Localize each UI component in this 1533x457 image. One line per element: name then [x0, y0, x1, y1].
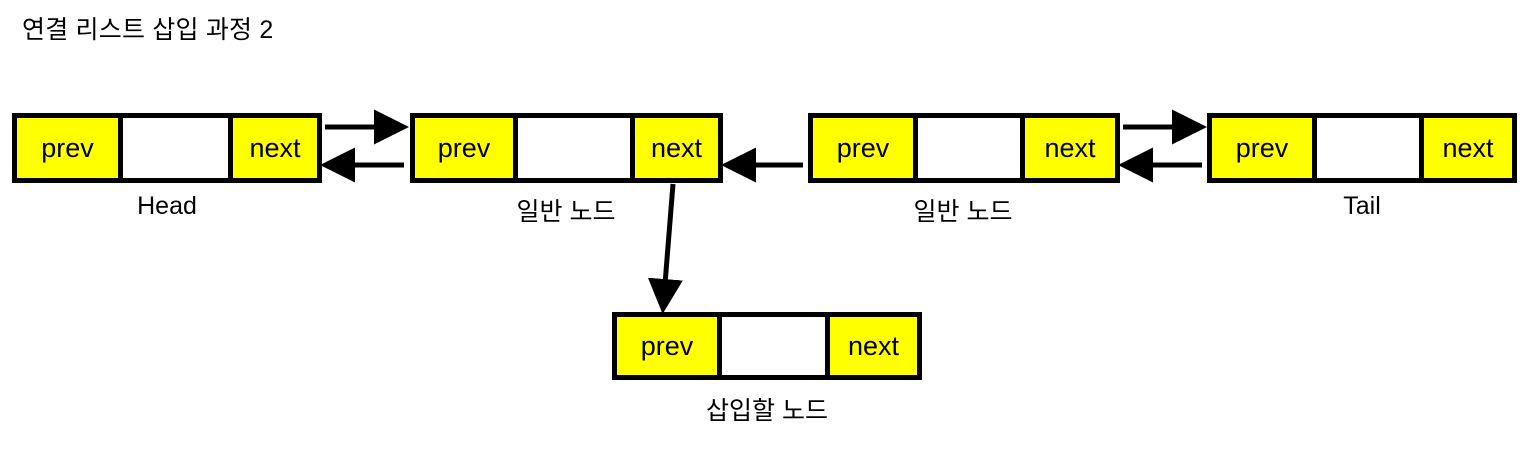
node-normal-node-2-next-cell: next [1025, 118, 1115, 178]
node-normal-node-2-data-cell [913, 118, 1025, 178]
page-title: 연결 리스트 삽입 과정 2 [22, 16, 274, 44]
node-normal-node-1[interactable]: prev next [410, 113, 723, 183]
node-normal-node-2[interactable]: prev next [808, 113, 1120, 183]
node-head-prev-cell: prev [17, 118, 118, 178]
node-new-node-label: 삽입할 노드 [706, 397, 828, 425]
node-normal-node-1-data-cell [513, 118, 635, 178]
node-normal-node-2-prev-cell: prev [813, 118, 913, 178]
node-normal-node-1-prev-cell: prev [415, 118, 513, 178]
arrow-node1-next-to-new-node-prev [647, 183, 683, 314]
node-new-node-prev-cell: prev [617, 317, 717, 375]
node-tail-next-cell: next [1424, 118, 1512, 178]
node-tail-label: Tail [1343, 192, 1381, 220]
node-normal-node-1-next-cell: next [635, 118, 718, 178]
node-normal-node-2-label: 일반 노드 [913, 198, 1013, 226]
node-head-data-cell [118, 118, 233, 178]
node-head-next-cell: next [233, 118, 317, 178]
node-normal-node-1-label: 일반 노드 [516, 198, 616, 226]
node-new-node[interactable]: prev next [612, 312, 922, 380]
node-tail[interactable]: prev next [1207, 113, 1517, 183]
node-new-node-data-cell [717, 317, 830, 375]
node-head[interactable]: prev next [12, 113, 322, 183]
node-tail-prev-cell: prev [1212, 118, 1312, 178]
node-tail-data-cell [1312, 118, 1424, 178]
node-head-label: Head [137, 192, 197, 220]
node-new-node-next-cell: next [830, 317, 917, 375]
